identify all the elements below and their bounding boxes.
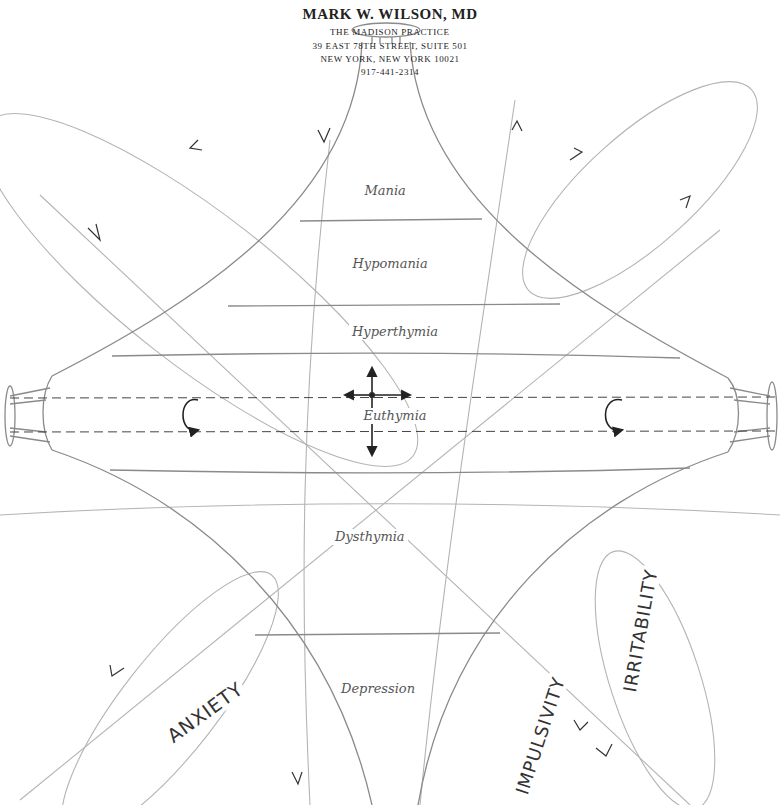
letterhead-practice: THE MADISON PRACTICE xyxy=(330,27,450,37)
axis-label: ANXIETY xyxy=(161,676,248,748)
letterhead-address: 39 EAST 78TH STREET, SUITE 501 xyxy=(313,41,468,51)
spectrum-band: Euthymia xyxy=(361,406,430,424)
band-label: Dysthymia xyxy=(332,529,408,545)
axis-label: IMPULSIVITY xyxy=(511,672,570,799)
spectrum-band: Dysthymia xyxy=(332,527,408,545)
spectrum-band: Hyperthymia xyxy=(349,322,441,340)
letterhead-phone: 917-441-2314 xyxy=(361,67,419,77)
band-label: Euthymia xyxy=(361,408,430,424)
letterhead-name: MARK W. WILSON, MD xyxy=(303,6,478,23)
spectrum-band: Hypomania xyxy=(350,254,431,272)
spectrum-band: Mania xyxy=(362,181,409,199)
letterhead-city: NEW YORK, NEW YORK 10021 xyxy=(321,54,460,64)
band-label: Hypomania xyxy=(350,256,431,272)
spectrum-band: Depression xyxy=(338,679,418,697)
axis-label: IRRITABILITY xyxy=(618,565,661,695)
band-label: Mania xyxy=(362,183,409,199)
band-label: Hyperthymia xyxy=(349,324,441,340)
band-label: Depression xyxy=(338,681,418,697)
